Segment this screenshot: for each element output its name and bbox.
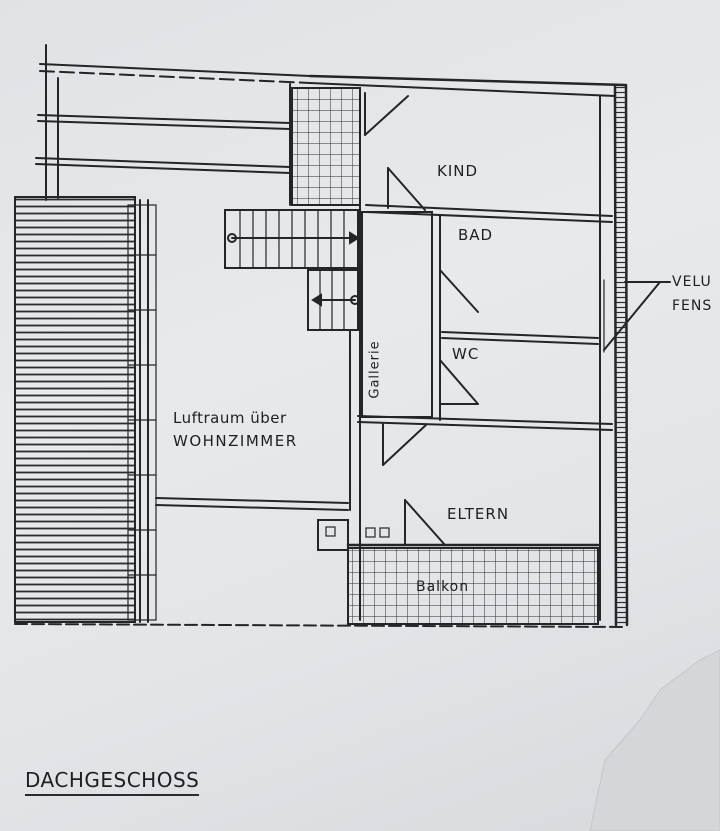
room-label-luftraum-line1: Luftraum über — [173, 409, 287, 427]
annotation-velux-line1: VELU — [672, 274, 712, 290]
paper-tear — [589, 649, 720, 831]
room-label-eltern: ELTERN — [447, 505, 510, 523]
roof-beams — [35, 44, 311, 206]
room-label-kind: KIND — [437, 162, 479, 180]
room-label-gallerie: Gallerie — [367, 340, 383, 399]
room-label-balkon: Balkon — [416, 579, 470, 595]
room-label-wc: WC — [452, 345, 480, 363]
room-label-bad: BAD — [458, 226, 494, 244]
plan-title: DACHGESCHOSS — [25, 768, 200, 796]
annotation-velux-line2: FENS — [672, 298, 713, 314]
room-label-luftraum-line2: WOHNZIMMER — [173, 432, 298, 450]
